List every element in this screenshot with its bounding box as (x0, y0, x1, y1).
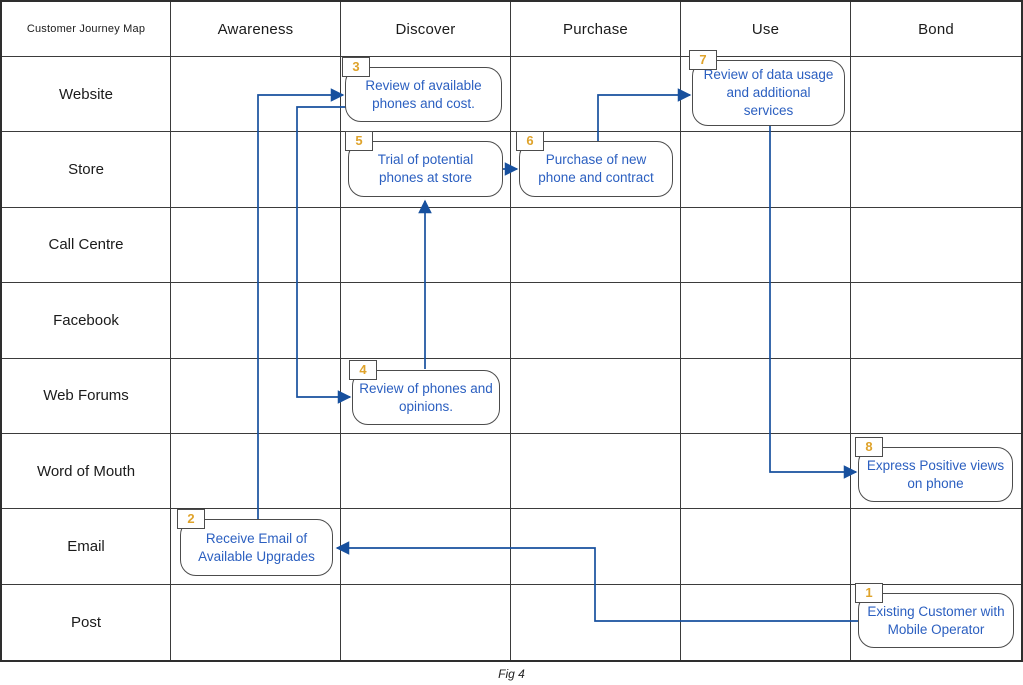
row-label-store: Store (2, 132, 171, 208)
grid-cell (681, 584, 851, 661)
row-label-email: Email (2, 509, 171, 585)
grid-cell (681, 57, 851, 133)
journey-box-text: Purchase of new phone and contract (538, 152, 654, 185)
grid-cell (851, 132, 1021, 208)
column-header-bond: Bond (851, 2, 1021, 57)
journey-box-8-express-positive-views[interactable]: 8 Express Positive views on phone (855, 437, 1013, 502)
grid-cell (341, 358, 511, 434)
grid-cell (681, 433, 851, 510)
grid-cell (341, 584, 511, 661)
row-label-website: Website (2, 57, 171, 133)
journey-box-text: Existing Customer with Mobile Operator (867, 603, 1005, 637)
map-title: Customer Journey Map (26, 23, 146, 35)
grid-cell (511, 57, 681, 133)
grid-cell (511, 584, 681, 661)
grid-cell (341, 433, 511, 510)
grid-cell (681, 132, 851, 208)
journey-box-6-purchase-phone[interactable]: 6 Purchase of new phone and contract (516, 131, 673, 197)
grid-cell (171, 358, 341, 434)
grid-cell (851, 509, 1021, 585)
column-header-use: Use (681, 2, 851, 57)
grid-cell (851, 359, 1021, 434)
grid-cell (681, 207, 851, 284)
grid-cell (511, 509, 681, 585)
grid-cell (341, 509, 511, 585)
map-title-cell: Customer Journey Map (2, 2, 171, 57)
grid-cell (341, 57, 511, 133)
grid-cell (171, 57, 341, 133)
grid-cell (511, 132, 681, 208)
grid-cell (681, 283, 851, 359)
step-number-tag: 3 (342, 57, 370, 77)
grid-cell (681, 509, 851, 585)
grid-cell (681, 358, 851, 434)
grid-cell (171, 283, 341, 359)
step-number-tag: 8 (855, 437, 883, 457)
grid-cell (511, 433, 681, 510)
journey-box-text: Receive Email of Available Upgrades (198, 530, 315, 564)
journey-box-text: Review of data usage and additional serv… (703, 67, 834, 118)
journey-box-1-existing-customer[interactable]: 1 Existing Customer with Mobile Operator (855, 583, 1014, 648)
step-number-tag: 4 (349, 360, 377, 380)
journey-box-text: Express Positive views on phone (866, 457, 1005, 491)
journey-box-text: Review of available phones and cost. (365, 77, 482, 111)
journey-box-7-review-data-usage[interactable]: 7 Review of data usage and additional se… (689, 50, 845, 126)
grid-cell (171, 132, 341, 208)
figure-caption: Fig 4 (498, 667, 525, 681)
step-number-tag: 1 (855, 583, 883, 603)
grid-cell (511, 358, 681, 434)
grid-cell (851, 57, 1021, 133)
grid-cell (851, 208, 1021, 284)
journey-box-4-review-phones-opinions[interactable]: 4 Review of phones and opinions. (349, 360, 500, 425)
column-header-awareness: Awareness (171, 2, 341, 57)
grid-cell (341, 283, 511, 359)
step-number-tag: 7 (689, 50, 717, 70)
step-number-tag: 2 (177, 509, 205, 529)
row-label-facebook: Facebook (2, 283, 171, 359)
grid-cell (851, 434, 1021, 510)
column-header-purchase: Purchase (511, 2, 681, 57)
grid-cell (511, 283, 681, 359)
grid-cell (171, 433, 341, 510)
journey-box-2-receive-email[interactable]: 2 Receive Email of Available Upgrades (177, 509, 333, 576)
grid-cell (171, 584, 341, 661)
grid-cell (511, 207, 681, 284)
journey-box-text: Review of phones and opinions. (359, 380, 493, 414)
journey-box-3-review-available-phones[interactable]: 3 Review of available phones and cost. (342, 57, 502, 122)
grid-cell (171, 207, 341, 284)
grid-cell (341, 207, 511, 284)
row-label-word-of-mouth: Word of Mouth (2, 433, 171, 510)
column-header-discover: Discover (341, 2, 511, 57)
journey-box-5-trial-phones-store[interactable]: 5 Trial of potential phones at store (345, 131, 503, 197)
journey-box-text: Trial of potential phones at store (377, 152, 474, 185)
row-label-post: Post (2, 584, 171, 661)
row-label-call-centre: Call Centre (2, 207, 171, 284)
step-number-tag: 6 (516, 131, 544, 151)
row-label-web-forums: Web Forums (2, 358, 171, 434)
grid-cell (851, 283, 1021, 359)
journey-grid: Customer Journey Map Awareness Discover … (0, 0, 1023, 662)
step-number-tag: 5 (345, 131, 373, 151)
